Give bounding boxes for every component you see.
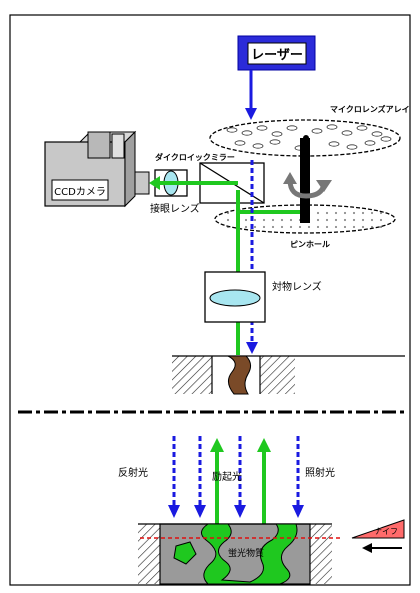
lower-specimen: 蛍光物質 xyxy=(138,523,332,585)
blue-illumination-arrowhead xyxy=(246,342,258,354)
green-camera-arrowhead xyxy=(149,176,160,190)
laser-beam-arrowhead xyxy=(245,108,257,120)
objective-lens xyxy=(204,271,266,323)
eyepiece-lens-label: 接眼レンズ xyxy=(150,202,200,215)
outer-frame xyxy=(9,14,411,586)
disk-shaft xyxy=(300,138,310,228)
microlens-pattern xyxy=(226,124,392,151)
pinhole-label: ピンホール xyxy=(290,239,330,249)
objective-lens-label: 対物レンズ xyxy=(272,280,322,293)
rotation-arrow-icon xyxy=(283,172,332,199)
reflected-light-label: 反射光 xyxy=(118,466,148,479)
excitation-light-label: 励起光 xyxy=(212,470,242,483)
lower-beams xyxy=(168,436,304,528)
illumination-light-label: 照射光 xyxy=(305,466,335,479)
fluorescent-substance-label: 蛍光物質 xyxy=(228,547,264,559)
dichroic-mirror-label: ダイクロイックミラー xyxy=(155,152,235,162)
microlens-array-label: マイクロレンズアレイ xyxy=(330,104,410,114)
laser-label: レーザー xyxy=(251,48,303,63)
laser-box: レーザー xyxy=(237,35,316,71)
upper-specimen xyxy=(172,355,405,395)
ccd-camera-icon: CCDカメラ xyxy=(44,130,150,208)
ccd-camera-label: CCDカメラ xyxy=(54,186,106,198)
disk-shaft-lower xyxy=(300,205,310,223)
knife-icon: ナイフ xyxy=(351,519,405,553)
knife-label: ナイフ xyxy=(374,527,398,536)
